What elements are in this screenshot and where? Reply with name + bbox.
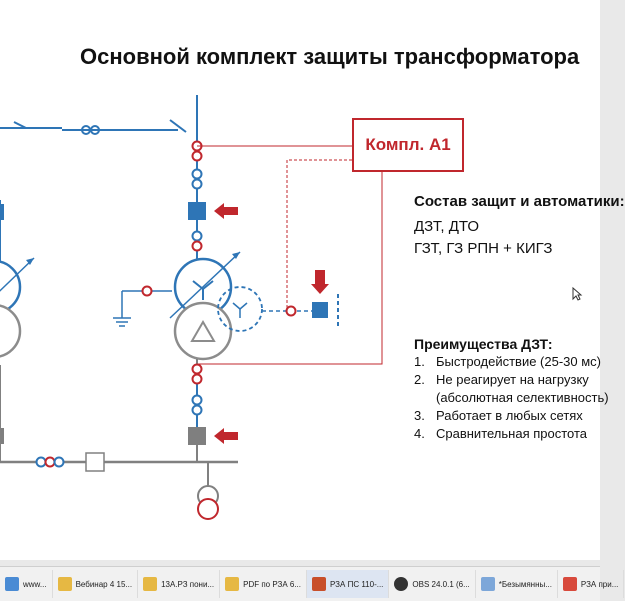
left-tap-arrowhead (26, 258, 34, 265)
tertiary-red-arrow (311, 270, 329, 294)
taskbar-item-label: РЗА ПС 110-... (330, 579, 384, 589)
taskbar-item-folder-webinar[interactable]: Вебинар 4 15... (53, 570, 139, 598)
taskbar-item-label: OBS 24.0.1 (6... (412, 579, 470, 589)
bus-section-breaker (85, 452, 105, 472)
wye-left (192, 280, 204, 290)
lower-breaker (188, 427, 206, 445)
ct-upper-3 (191, 168, 203, 180)
paint-icon (480, 577, 495, 591)
advantage-number: 1. (414, 354, 425, 369)
taskbar-item-folder-pdf[interactable]: PDF по РЗА 6... (220, 570, 308, 598)
mouse-cursor-icon (572, 286, 583, 301)
taskbar-item-label: www... (23, 579, 47, 589)
taskbar-item-obs[interactable]: OBS 24.0.1 (6... (389, 570, 476, 598)
advantages-list: 1. Быстродействие (25-30 мс) 2. Не реагиру… (414, 354, 609, 444)
protection-set-a1-box: Компл. А1 (352, 118, 464, 172)
bus-ct-3 (53, 456, 65, 468)
aux-transformer-lower (197, 498, 219, 520)
advantages-heading: Преимущества ДЗТ: (414, 336, 553, 352)
tertiary-wye-right (239, 302, 248, 310)
left-lower-breaker (0, 428, 4, 444)
red-wire-lower (197, 172, 383, 365)
advantage-number: 3. (414, 408, 425, 423)
advantage-text: Сравнительная простота (436, 426, 588, 441)
advantage-text: Работает в любых сетях (436, 408, 583, 423)
taskbar-item-paint[interactable]: *Безымянны... (476, 570, 558, 598)
single-line-diagram (0, 95, 383, 520)
tertiary-breaker (312, 302, 328, 318)
taskbar-item-label: PDF по РЗА 6... (243, 579, 302, 589)
tertiary-wye-left (232, 302, 241, 310)
advantage-number: 4. (414, 426, 425, 441)
windows-taskbar: www... Вебинар 4 15... 13А.РЗ пони... PD… (0, 566, 625, 601)
left-transformer-upper (0, 260, 22, 314)
taskbar-item-folder-rz[interactable]: 13А.РЗ пони... (138, 570, 221, 598)
left-transformer-lower (0, 304, 22, 358)
ct-lower-1 (191, 363, 203, 375)
advantage-text: Быстродействие (25-30 мс) (436, 354, 602, 369)
taskbar-item-powerpoint[interactable]: РЗА ПС 110-... (307, 570, 390, 598)
advantage-number: 2. (414, 372, 425, 387)
bus-ct-1 (35, 456, 47, 468)
taskbar-item-label: *Безымянны... (498, 579, 552, 589)
delta-symbol (190, 320, 216, 342)
advantage-number (414, 390, 436, 406)
taskbar-item-label: Вебинар 4 15... (75, 579, 133, 589)
ct-lower-2 (191, 373, 203, 385)
top-ct-2 (90, 125, 100, 135)
web-icon (5, 577, 19, 591)
advantage-item: (абсолютная селективность) (414, 390, 609, 406)
left-tap-arrow (0, 257, 35, 292)
top-switch-left (13, 121, 27, 129)
top-switch-right (169, 119, 187, 133)
folder-icon (225, 577, 240, 591)
tap-changer-arrowhead (232, 252, 240, 259)
left-upper-breaker (0, 204, 4, 220)
advantage-text: (абсолютная селективность) (436, 390, 609, 405)
lower-red-arrow (214, 428, 238, 444)
ct-upper-4 (191, 178, 203, 190)
composition-line-2: ГЗТ, ГЗ РПН + КИГЗ (414, 240, 553, 257)
tertiary-ct (285, 305, 297, 317)
ct-upper-6 (191, 240, 203, 252)
powerpoint-icon (312, 577, 327, 591)
advantage-item: 4. Сравнительная простота (414, 426, 609, 442)
obs-icon (394, 577, 409, 591)
composition-line-1: ДЗТ, ДТО (414, 218, 480, 235)
taskbar-item-browser[interactable]: www... (0, 570, 53, 598)
upper-breaker (188, 202, 206, 220)
advantage-item: 3. Работает в любых сетях (414, 408, 609, 424)
ct-lower-4 (191, 404, 203, 416)
taskbar-item-label: 13А.РЗ пони... (161, 579, 215, 589)
presentation-slide: Основной комплект защиты трансформатора (0, 0, 625, 560)
taskbar-item-pdf[interactable]: РЗА при... (558, 570, 625, 598)
bus-ct-2 (44, 456, 56, 468)
ct-lower-3 (191, 394, 203, 406)
folder-icon (57, 577, 72, 591)
advantage-text: Не реагирует на нагрузку (436, 372, 589, 387)
transformer-lower-winding (173, 301, 233, 361)
ct-upper-2 (191, 150, 203, 162)
composition-heading: Состав защит и автоматики: (414, 193, 625, 210)
upper-red-arrow (214, 203, 238, 219)
folder-icon (143, 577, 158, 591)
red-dashed-wire (286, 159, 352, 313)
advantage-item: 1. Быстродействие (25-30 мс) (414, 354, 609, 370)
advantage-item: 2. Не реагирует на нагрузку (414, 372, 609, 388)
ct-upper-5 (191, 230, 203, 242)
transformer-tertiary-winding (217, 286, 263, 332)
pdf-icon (562, 577, 577, 591)
tap-changer-arrow (169, 251, 241, 319)
neutral-ct (141, 285, 153, 297)
wye-right (202, 280, 214, 290)
taskbar-item-label: РЗА при... (580, 579, 619, 589)
slide-title: Основной комплект защиты трансформатора (80, 44, 580, 69)
